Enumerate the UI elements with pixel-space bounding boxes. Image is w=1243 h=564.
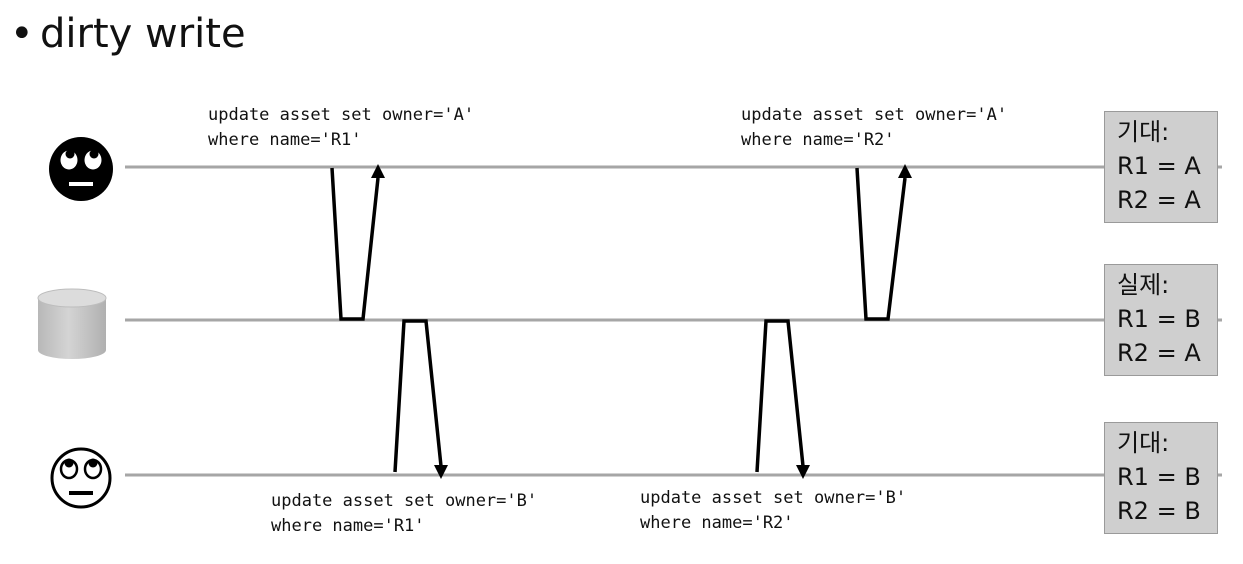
arrowhead-b-r2 [796, 465, 810, 479]
slide-title: •dirty write [10, 6, 246, 62]
actual-box-line2: R2 = A [1117, 339, 1201, 367]
arrowhead-a-r2 [898, 164, 912, 178]
expected-box-a-line1: R1 = A [1117, 152, 1201, 180]
title-bullet: • [10, 11, 34, 57]
sql-a-r1: update asset set owner='A' where name='R… [208, 103, 474, 153]
actual-box-title: 실제: [1117, 271, 1170, 299]
expected-box-b-title: 기대: [1117, 429, 1170, 457]
expected-box-b: 기대: R1 = B R2 = B [1104, 422, 1218, 534]
arrowhead-b-r1 [434, 465, 448, 479]
flow-b-update-r2 [755, 319, 805, 473]
database-cylinder-icon [37, 288, 107, 359]
expected-box-a-line2: R2 = A [1117, 186, 1201, 214]
flow-b-update-r1 [393, 319, 443, 473]
flow-a-update-r1 [330, 167, 380, 321]
sql-a-r1-line1: update asset set owner='A' [208, 105, 475, 125]
sql-a-r1-line2: where name='R1' [208, 130, 362, 150]
expected-box-a-title: 기대: [1117, 118, 1170, 146]
sql-b-r1-line1: update asset set owner='B' [271, 491, 538, 511]
sql-a-r2: update asset set owner='A' where name='R… [741, 103, 1007, 153]
expected-box-b-line2: R2 = B [1117, 497, 1201, 525]
sql-a-r2-line2: where name='R2' [741, 130, 895, 150]
sql-a-r2-line1: update asset set owner='A' [741, 105, 1008, 125]
eye-roll-face-icon-dark [49, 137, 113, 201]
title-text: dirty write [40, 11, 246, 57]
actual-box-line1: R1 = B [1117, 305, 1201, 333]
sql-b-r2: update asset set owner='B' where name='R… [640, 486, 906, 536]
arrowhead-a-r1 [371, 164, 385, 178]
flow-a-update-r2 [855, 167, 907, 321]
sql-b-r1: update asset set owner='B' where name='R… [271, 489, 537, 539]
expected-box-a: 기대: R1 = A R2 = A [1104, 111, 1218, 223]
eye-roll-face-icon-light [50, 447, 112, 509]
actual-box: 실제: R1 = B R2 = A [1104, 264, 1218, 376]
sql-b-r1-line2: where name='R1' [271, 516, 425, 536]
expected-box-b-line1: R1 = B [1117, 463, 1201, 491]
sql-b-r2-line2: where name='R2' [640, 513, 794, 533]
sql-b-r2-line1: update asset set owner='B' [640, 488, 907, 508]
